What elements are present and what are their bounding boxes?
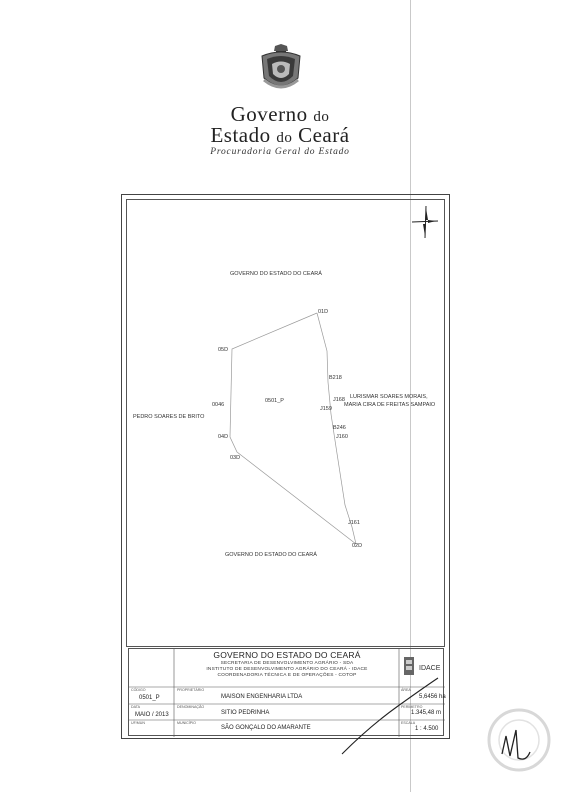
area-label: ÁREA — [401, 688, 411, 692]
title-block-header: GOVERNO DO ESTADO DO CEARÁ — [213, 650, 361, 660]
date-value: MAIO / 2013 — [135, 712, 169, 718]
vertex-b246: B246 — [333, 425, 346, 431]
code-label: CÓDIGO — [131, 688, 146, 692]
name-value: SITIO PEDRINHA — [221, 710, 270, 716]
owner-label: PROPRIETÁRIO — [177, 688, 205, 692]
name-label: DENOMINAÇÃO — [177, 705, 205, 709]
state-crest-icon — [258, 44, 304, 96]
municipality-label: MUNICÍPIO — [177, 721, 196, 725]
vertex-03d: 03D — [230, 455, 241, 461]
title-block-sub2: INSTITUTO DE DESENVOLVIMENTO AGRÁRIO DO … — [206, 667, 368, 672]
vertex-j161: J161 — [348, 520, 360, 526]
scale-label: ESCALA — [401, 721, 416, 725]
vertex-0046: 0046 — [212, 402, 225, 408]
area-value: 5,6456 ha — [419, 694, 446, 700]
municipality-value: SÃO GONÇALO DO AMARANTE — [221, 725, 311, 731]
idace-logo-icon — [402, 655, 416, 677]
parcel-id-label: 0501_P — [265, 398, 284, 404]
idace-logo-text: IDACE — [419, 665, 441, 672]
owner-value: MAISON ENGENHARIA LTDA — [221, 694, 303, 700]
title-block-sub3: COORDENADORIA TÉCNICA E DE OPERAÇÕES - C… — [217, 673, 357, 678]
pen-strike-mark — [341, 677, 439, 755]
vertex-02d: 02D — [352, 543, 363, 549]
faint-round-stamp-icon — [487, 708, 551, 772]
vertex-b218: B218 — [329, 375, 342, 381]
uf-label: UF/MUN — [131, 721, 145, 725]
boundary-label-south: GOVERNO DO ESTADO DO CEARÁ — [225, 552, 317, 558]
title-block: GOVERNO DO ESTADO DO CEARÁ SECRETARIA DE… — [128, 648, 446, 737]
boundary-label-north: GOVERNO DO ESTADO DO CEARÁ — [230, 271, 322, 277]
title-block-sub1: SECRETARIA DE DESENVOLVIMENTO AGRÁRIO - … — [220, 661, 354, 666]
perimeter-value: 1.345,48 m — [411, 710, 442, 716]
boundary-label-east-2: MARIA CIRA DE FREITAS SAMPAIO — [344, 402, 436, 408]
vertex-01d: 01D — [318, 309, 329, 315]
vertex-05d: 05D — [218, 347, 229, 353]
code-value: 0501_P — [139, 695, 160, 701]
boundary-label-west: PEDRO SOARES DE BRITO — [133, 414, 205, 420]
agency-subtitle: Procuradoria Geral do Estado — [210, 147, 350, 157]
handwritten-initial-signature — [501, 729, 531, 760]
map-outer-frame — [121, 194, 450, 739]
north-arrow-icon — [410, 204, 440, 240]
vertex-j168: J168 — [333, 397, 345, 403]
map-inner-frame — [126, 199, 445, 647]
vertex-j159: J159 — [320, 406, 332, 412]
date-label: DATA — [131, 705, 141, 709]
scale-value: 1 : 4.500 — [415, 726, 439, 732]
perimeter-label: PERÍMETRO — [401, 705, 423, 709]
vertex-04d: 04D — [218, 434, 229, 440]
vertex-j160: J160 — [336, 434, 348, 440]
page-fold-line — [410, 0, 411, 792]
letterhead-line1: Governo do — [230, 102, 330, 126]
letterhead-line2: Estado do Ceará — [210, 123, 350, 147]
boundary-label-east-1: LURISMAR SOARES MORAIS, — [350, 394, 428, 400]
